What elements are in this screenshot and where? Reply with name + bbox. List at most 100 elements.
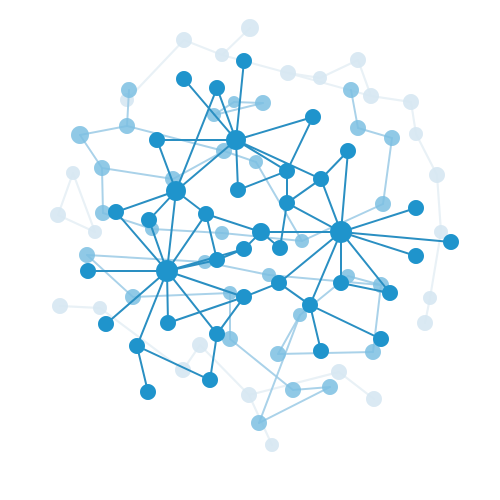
- front-edge: [175, 87, 218, 192]
- front-edge: [105, 270, 168, 325]
- front-edge: [166, 270, 245, 298]
- back-node: [280, 65, 296, 81]
- front-edge: [235, 116, 314, 141]
- back-node: [52, 298, 68, 314]
- mid-edge: [132, 292, 231, 298]
- back-node: [241, 19, 259, 37]
- back-node: [192, 337, 208, 353]
- front-node: [166, 181, 186, 201]
- mid-node: [285, 382, 301, 398]
- front-node: [279, 195, 295, 211]
- front-edge: [166, 190, 177, 272]
- front-node: [230, 182, 246, 198]
- front-edge: [175, 139, 237, 192]
- back-node: [363, 88, 379, 104]
- front-node: [160, 315, 176, 331]
- front-node: [302, 297, 318, 313]
- mid-edge: [86, 254, 134, 298]
- front-node: [209, 326, 225, 342]
- front-edge: [136, 270, 168, 347]
- mid-node: [270, 346, 286, 362]
- front-edge: [309, 231, 342, 306]
- mid-node: [119, 118, 135, 134]
- mid-node: [121, 82, 137, 98]
- back-node: [429, 167, 445, 183]
- front-node: [373, 331, 389, 347]
- front-node: [408, 200, 424, 216]
- front-node: [313, 343, 329, 359]
- front-node: [129, 338, 145, 354]
- front-node: [443, 234, 459, 250]
- front-edge: [340, 207, 417, 233]
- front-node: [98, 316, 114, 332]
- mid-node: [125, 289, 141, 305]
- front-node: [305, 109, 321, 125]
- front-node: [252, 223, 270, 241]
- back-node: [176, 32, 192, 48]
- front-node: [176, 71, 192, 87]
- front-edge: [166, 213, 207, 272]
- back-node: [313, 71, 327, 85]
- front-node: [330, 221, 352, 243]
- front-node: [340, 143, 356, 159]
- front-node: [202, 372, 218, 388]
- front-node: [236, 241, 252, 257]
- front-node: [209, 80, 225, 96]
- front-node: [236, 289, 252, 305]
- front-node: [279, 163, 295, 179]
- back-node: [409, 127, 423, 141]
- front-node: [236, 53, 252, 69]
- back-node: [417, 315, 433, 331]
- front-edge: [166, 248, 245, 272]
- mid-node: [215, 226, 229, 240]
- mid-node: [365, 344, 381, 360]
- front-edge: [115, 211, 168, 272]
- front-edge: [340, 231, 391, 294]
- front-edge: [166, 270, 218, 335]
- mid-node: [222, 331, 238, 347]
- mid-node: [249, 155, 263, 169]
- back-edge: [220, 53, 290, 75]
- front-node: [382, 285, 398, 301]
- front-edge: [340, 231, 452, 243]
- mid-edge: [258, 386, 331, 424]
- mid-edge: [172, 150, 225, 180]
- back-node: [423, 291, 437, 305]
- back-edge: [428, 230, 443, 300]
- front-node: [141, 212, 157, 228]
- mid-edge: [229, 338, 294, 391]
- back-node: [215, 48, 229, 62]
- front-node: [333, 275, 349, 291]
- front-node: [140, 384, 156, 400]
- mid-edge: [382, 137, 393, 205]
- front-edge: [167, 296, 245, 324]
- front-edge: [115, 190, 177, 213]
- mid-node: [95, 205, 111, 221]
- front-edge: [136, 345, 211, 381]
- back-node: [66, 166, 80, 180]
- back-node: [366, 391, 382, 407]
- front-edge: [286, 116, 314, 172]
- mid-node: [295, 234, 309, 248]
- back-node: [50, 207, 66, 223]
- front-node: [149, 132, 165, 148]
- front-edge: [340, 282, 391, 294]
- mid-edge: [101, 167, 174, 180]
- front-edge: [235, 60, 245, 141]
- mid-node: [322, 379, 338, 395]
- back-node: [93, 301, 107, 315]
- front-edge: [237, 170, 288, 191]
- front-node: [209, 252, 225, 268]
- front-node: [271, 275, 287, 291]
- front-node: [226, 130, 246, 150]
- back-edge: [198, 343, 251, 397]
- mid-edge: [86, 254, 206, 263]
- mid-node: [251, 415, 267, 431]
- front-edge: [205, 213, 262, 233]
- mid-node: [384, 130, 400, 146]
- back-edge: [435, 173, 443, 234]
- front-node: [198, 206, 214, 222]
- mid-node: [79, 247, 95, 263]
- front-edge: [309, 304, 382, 340]
